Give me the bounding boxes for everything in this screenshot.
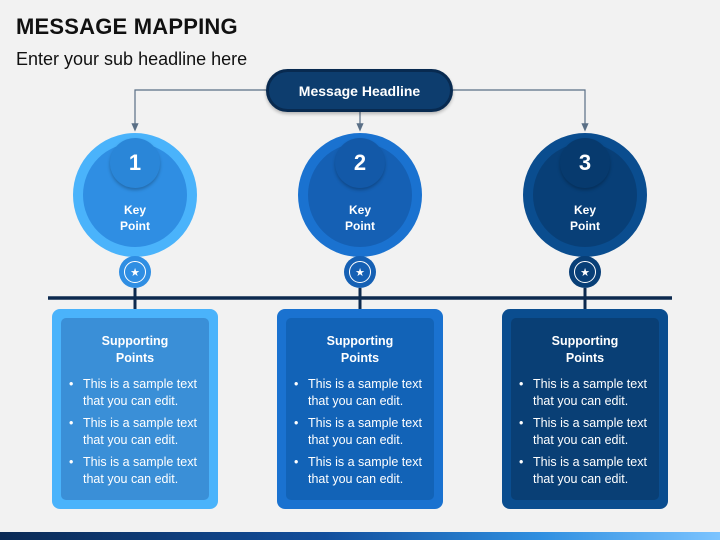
- connector-right: [453, 89, 589, 132]
- card-title: Supporting Points: [326, 334, 394, 365]
- key-point-2-number: 2: [335, 138, 385, 188]
- bullet-text: This is a sample text that you can edit.: [533, 455, 647, 486]
- star-marker-3: ★: [569, 256, 601, 288]
- page-subtitle: Enter your sub headline here: [16, 49, 248, 69]
- key-point-3-label: Key Point: [570, 203, 600, 233]
- bullet-text: This is a sample text that you can edit.: [308, 416, 422, 447]
- supporting-card-2-inner: Supporting Points •This is a sample text…: [286, 318, 434, 500]
- supporting-card-2: Supporting Points •This is a sample text…: [277, 309, 443, 509]
- list-item: •This is a sample text that you can edit…: [69, 377, 197, 408]
- bullet-text: This is a sample text that you can edit.: [83, 377, 197, 408]
- key-point-2-label: Key Point: [345, 203, 375, 233]
- message-headline-box: Message Headline: [266, 69, 453, 112]
- supporting-card-3: Supporting Points •This is a sample text…: [502, 309, 668, 509]
- bottom-accent-bar: [0, 532, 720, 540]
- star-icon: ★: [124, 261, 146, 283]
- message-headline-label: Message Headline: [298, 82, 421, 99]
- bullet-text: This is a sample text that you can edit.: [83, 455, 197, 486]
- supporting-card-3-inner: Supporting Points •This is a sample text…: [511, 318, 659, 500]
- bullet-text: This is a sample text that you can edit.: [83, 416, 197, 447]
- star-marker-1: ★: [119, 256, 151, 288]
- list-item: •This is a sample text that you can edit…: [519, 416, 647, 447]
- bullet-text: This is a sample text that you can edit.: [308, 377, 422, 408]
- connector-left: [131, 89, 266, 132]
- list-item: •This is a sample text that you can edit…: [294, 377, 422, 408]
- supporting-card-1-inner: Supporting Points •This is a sample text…: [61, 318, 209, 500]
- card-title: Supporting Points: [551, 334, 619, 365]
- bullet-list: •This is a sample text that you can edit…: [511, 376, 659, 493]
- card-title: Supporting Points: [101, 334, 169, 365]
- star-marker-2: ★: [344, 256, 376, 288]
- list-item: •This is a sample text that you can edit…: [69, 455, 197, 486]
- list-item: •This is a sample text that you can edit…: [519, 455, 647, 486]
- key-point-2: 2 Key Point: [298, 133, 422, 257]
- key-point-1-label: Key Point: [120, 203, 150, 233]
- key-point-1: 1 Key Point: [73, 133, 197, 257]
- bullet-text: This is a sample text that you can edit.: [308, 455, 422, 486]
- page-title: MESSAGE MAPPING: [16, 14, 238, 39]
- list-item: •This is a sample text that you can edit…: [294, 416, 422, 447]
- bullet-list: •This is a sample text that you can edit…: [286, 376, 434, 493]
- key-point-3-number: 3: [560, 138, 610, 188]
- star-icon: ★: [349, 261, 371, 283]
- bullet-text: This is a sample text that you can edit.: [533, 416, 647, 447]
- list-item: •This is a sample text that you can edit…: [69, 416, 197, 447]
- key-point-1-number: 1: [110, 138, 160, 188]
- bullet-text: This is a sample text that you can edit.: [533, 377, 647, 408]
- star-icon: ★: [574, 261, 596, 283]
- bullet-list: •This is a sample text that you can edit…: [61, 376, 209, 493]
- supporting-card-1: Supporting Points •This is a sample text…: [52, 309, 218, 509]
- key-point-3: 3 Key Point: [523, 133, 647, 257]
- list-item: •This is a sample text that you can edit…: [294, 455, 422, 486]
- list-item: •This is a sample text that you can edit…: [519, 377, 647, 408]
